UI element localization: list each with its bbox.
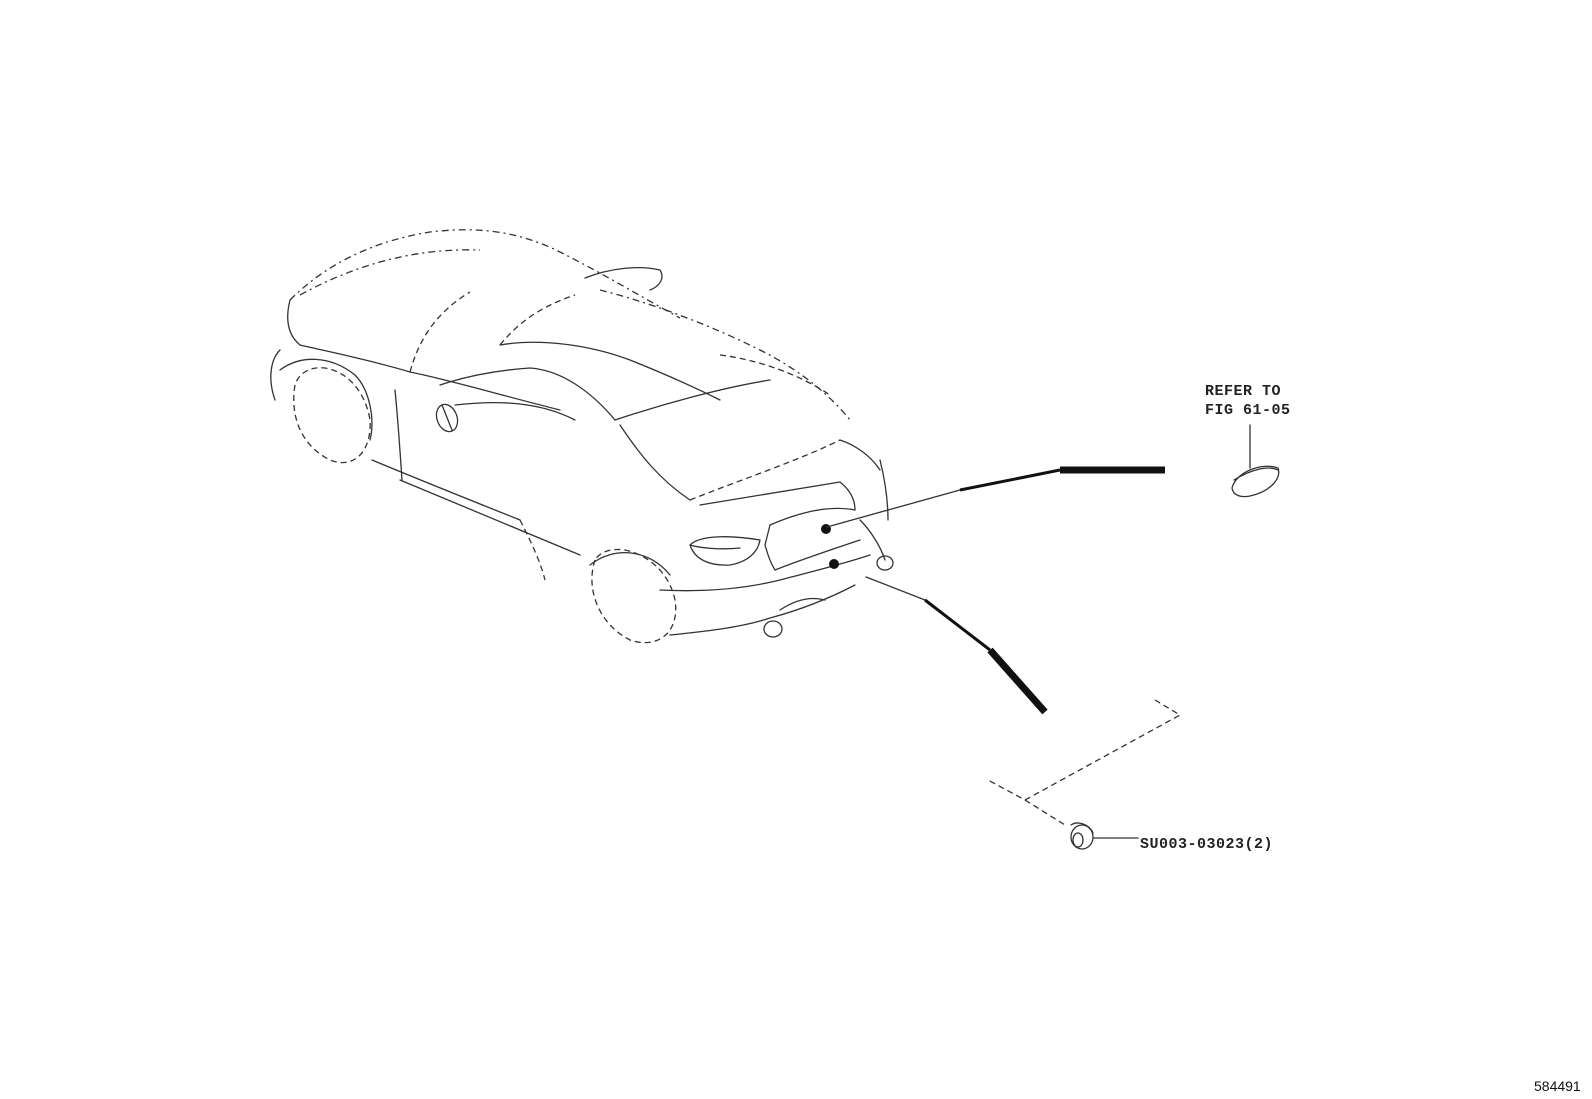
hole-plug-icon	[1231, 424, 1280, 498]
part-number-label: SU003-03023(2)	[1140, 836, 1274, 853]
refer-callout-line1: REFER TO	[1205, 383, 1282, 400]
figure-id: 584491	[1534, 1078, 1581, 1094]
clip-icon	[1070, 822, 1139, 850]
refer-callout: REFER TO FIG 61-05	[1205, 382, 1291, 420]
car-outline-icon	[270, 229, 894, 644]
refer-callout-line2: FIG 61-05	[1205, 402, 1291, 419]
